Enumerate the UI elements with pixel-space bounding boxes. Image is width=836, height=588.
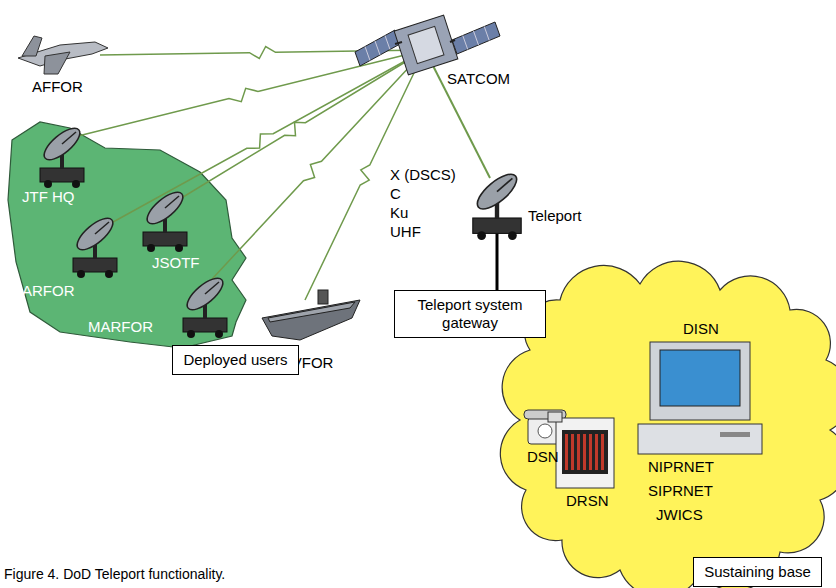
module xyxy=(577,434,580,470)
wing xyxy=(44,52,70,74)
computer-icon xyxy=(638,342,762,454)
label: JSOTF xyxy=(152,254,200,271)
label: DRSN xyxy=(566,492,609,509)
module xyxy=(595,434,598,470)
icons xyxy=(18,15,762,488)
label: DISN xyxy=(683,320,719,337)
dish-reflector xyxy=(39,123,84,165)
solar-panel xyxy=(355,30,400,66)
wheel xyxy=(44,180,52,188)
label: JTF HQ xyxy=(22,188,75,205)
deployed-region xyxy=(8,122,246,348)
panel-grid xyxy=(463,36,468,50)
module xyxy=(601,434,604,470)
panel-grid xyxy=(385,36,390,50)
label: NIPRNET xyxy=(648,458,714,475)
wheel xyxy=(508,231,517,240)
panel xyxy=(562,430,608,474)
truck xyxy=(73,258,117,272)
ship-icon xyxy=(262,290,360,340)
satellite-body xyxy=(408,26,444,63)
label: AFFOR xyxy=(32,78,83,95)
system-unit xyxy=(638,424,762,454)
box-text: Teleport system gateway xyxy=(405,296,535,332)
tail xyxy=(22,36,42,56)
wheel xyxy=(477,231,486,240)
panel-grid xyxy=(474,31,479,45)
solar-panel xyxy=(452,22,500,54)
deck xyxy=(268,302,355,322)
module xyxy=(571,434,574,470)
truck xyxy=(40,168,84,182)
panel-grid xyxy=(375,41,380,55)
satellite-link xyxy=(62,50,425,140)
feed xyxy=(497,178,512,191)
feed xyxy=(165,196,179,208)
label: DSN xyxy=(527,448,559,465)
label-box: Sustaining base xyxy=(693,557,822,587)
boom xyxy=(450,40,455,42)
satellite-dish xyxy=(39,123,84,188)
satellite-dish xyxy=(142,187,187,252)
satellite-link xyxy=(425,50,490,178)
label: X (DSCS) xyxy=(390,166,456,183)
feed xyxy=(95,222,109,234)
satellite-dish xyxy=(72,213,117,278)
hull xyxy=(262,300,360,340)
box-text: Sustaining base xyxy=(704,563,811,581)
dish-reflector xyxy=(142,187,187,229)
wheel xyxy=(215,330,223,338)
label: JWICS xyxy=(656,506,703,523)
module xyxy=(589,434,592,470)
box-text: Deployed users xyxy=(183,351,287,369)
satellite-dish xyxy=(182,273,227,338)
wheel xyxy=(105,270,113,278)
label: ARFOR xyxy=(22,282,75,299)
module xyxy=(565,434,568,470)
wheel xyxy=(77,270,85,278)
figure-caption: Figure 4. DoD Teleport functionality. xyxy=(4,566,225,582)
drive xyxy=(720,432,750,437)
satellite-dish xyxy=(472,168,522,240)
feed xyxy=(62,132,76,144)
satellite-link xyxy=(95,50,425,232)
dish-reflector xyxy=(182,273,227,315)
wheel xyxy=(187,330,195,338)
wheel xyxy=(175,244,183,252)
label: C xyxy=(390,185,401,202)
aircraft-icon xyxy=(18,36,108,74)
module xyxy=(583,434,586,470)
wheel xyxy=(72,180,80,188)
label: SATCOM xyxy=(447,70,510,87)
feed xyxy=(205,282,219,294)
dial xyxy=(538,424,552,438)
dish-reflector xyxy=(72,213,117,255)
monitor xyxy=(650,342,750,420)
truck xyxy=(473,218,521,233)
satellite-link xyxy=(165,50,425,208)
sustaining-cloud xyxy=(500,261,836,588)
label-box: Deployed users xyxy=(172,345,299,375)
dish-reflector xyxy=(472,168,522,214)
label: Ku xyxy=(390,204,408,221)
teleport-link xyxy=(496,228,499,290)
panel-grid xyxy=(484,27,489,41)
label: SIPRNET xyxy=(648,482,713,499)
cabinet xyxy=(556,418,614,488)
label: MARFOR xyxy=(88,318,153,335)
satellite-links xyxy=(62,47,490,301)
handset xyxy=(548,412,562,422)
screen xyxy=(660,350,740,406)
boom xyxy=(395,42,402,44)
label-box: Teleport system gateway xyxy=(394,290,546,338)
truck xyxy=(183,318,227,332)
satellite-body xyxy=(394,15,458,75)
label: Teleport xyxy=(528,207,581,224)
truck xyxy=(143,232,187,246)
satellite-icon xyxy=(355,15,500,75)
label: UHF xyxy=(390,223,421,240)
panel-grid xyxy=(365,47,370,61)
island xyxy=(318,290,328,304)
wheel xyxy=(147,244,155,252)
